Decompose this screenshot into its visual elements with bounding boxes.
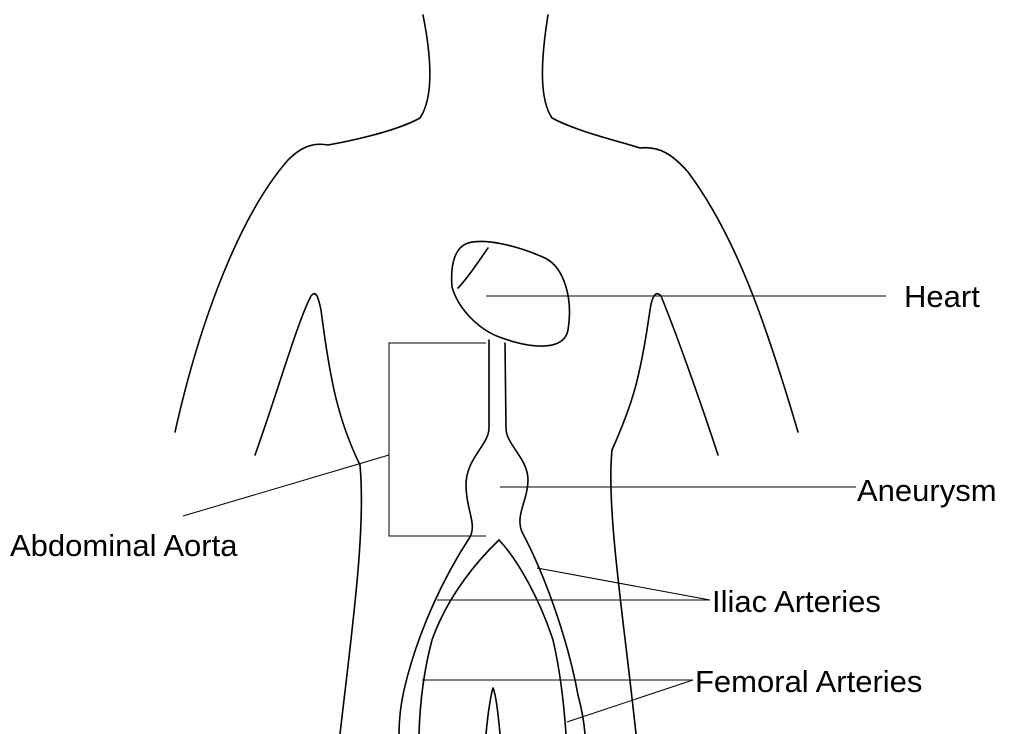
labels: Heart Aneurysm Abdominal Aorta Iliac Art… [10, 279, 997, 699]
heart-outline [452, 241, 570, 346]
right-torso-outline [611, 450, 636, 734]
femoral-arteries-label: Femoral Arteries [695, 664, 922, 699]
abdominal-aorta-leader [183, 455, 389, 516]
iliac-inner-left-wall [419, 540, 499, 734]
aorta-bracket [389, 343, 486, 536]
aorta-right-wall [505, 343, 585, 734]
right-inner-arm-outline [612, 294, 718, 455]
heart-label: Heart [904, 279, 980, 314]
iliac-inner-right-wall [499, 540, 566, 734]
left-torso-outline [340, 465, 361, 734]
aorta-left-wall [399, 340, 489, 734]
iliac-leader-right [537, 568, 710, 600]
body-outline [175, 15, 798, 734]
right-neck-shoulder-outline [542, 15, 798, 432]
leader-lines [183, 296, 886, 722]
crotch-outline [486, 688, 500, 734]
heart-shape [452, 241, 570, 346]
aneurysm-label: Aneurysm [857, 473, 997, 508]
aorta-vessel [399, 340, 585, 734]
left-inner-arm-outline [255, 294, 360, 465]
iliac-arteries-label: Iliac Arteries [712, 584, 881, 619]
heart-inner-line [458, 248, 488, 288]
abdominal-aorta-label: Abdominal Aorta [10, 528, 238, 563]
left-neck-shoulder-outline [175, 15, 430, 432]
